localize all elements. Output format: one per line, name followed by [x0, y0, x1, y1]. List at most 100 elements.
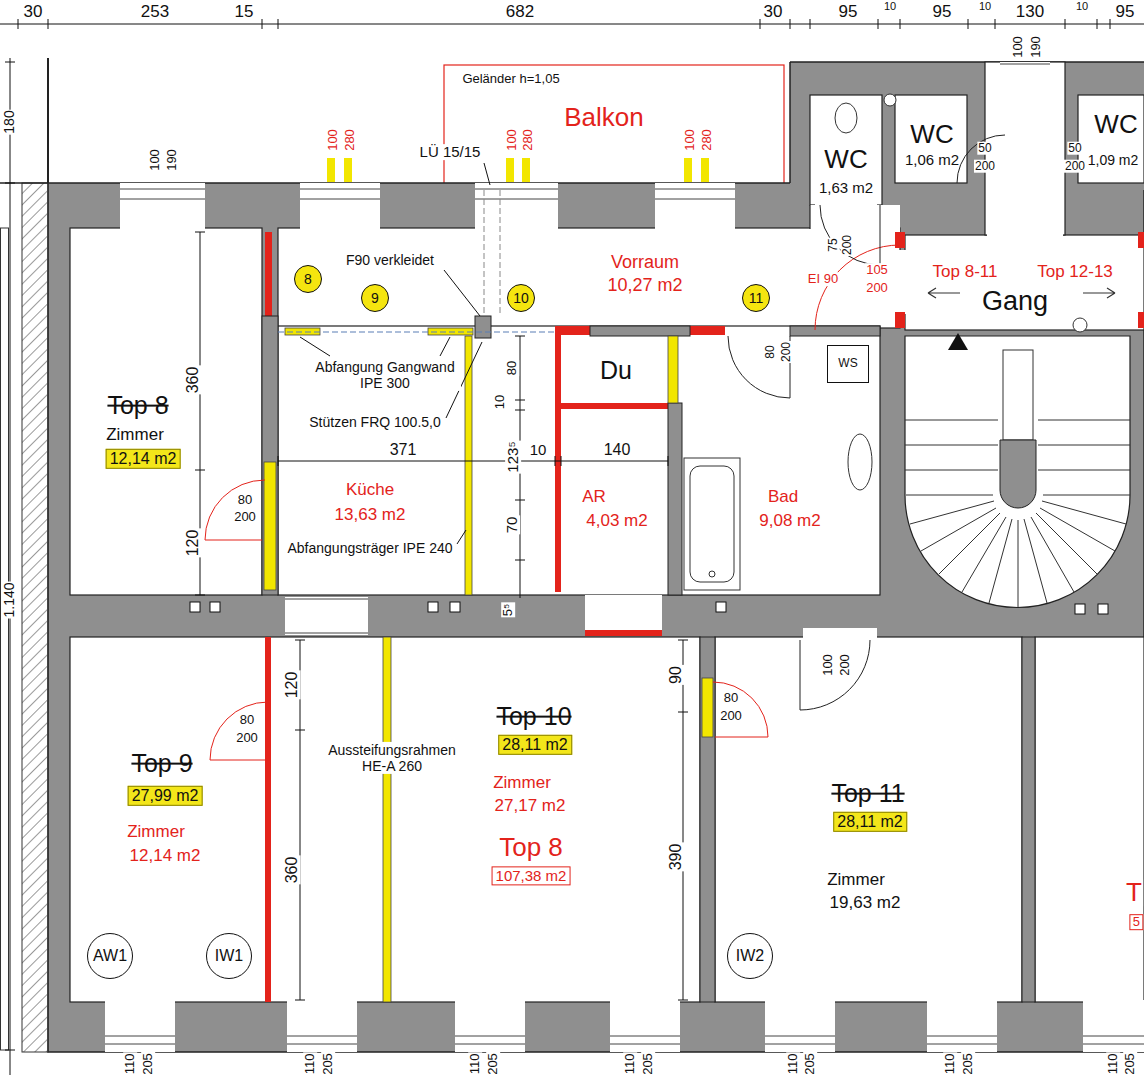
dimension-value: 30 [763, 3, 784, 21]
window-opening [1000, 64, 1050, 65]
room-name: Vorraum [611, 252, 679, 273]
room-text: 12,14 m2 [130, 846, 201, 866]
marker-text: 8 [304, 271, 312, 287]
room-name: WC [1094, 110, 1137, 140]
room-area: WC1,09 m2 [1077, 95, 1144, 185]
new-wall [690, 326, 725, 335]
steel-beam [500, 190, 501, 316]
window-opening [655, 189, 735, 190]
door-swing [957, 135, 1005, 183]
balcony-outline [444, 65, 784, 185]
dimension-value: 140 [603, 442, 632, 459]
new-wall [1138, 312, 1144, 328]
wall-mass [790, 61, 1144, 63]
leader-line [300, 163, 490, 544]
room-text: Zimmer [127, 822, 185, 842]
dimension-value: 75 [827, 237, 840, 252]
room-floor [278, 228, 900, 328]
sanitary-fixture [835, 103, 857, 133]
room-area: Gang [905, 240, 1144, 328]
steel-beam [327, 158, 335, 182]
room-floor [810, 95, 882, 205]
dimension-value: 110 [623, 1053, 637, 1076]
leader-line [457, 530, 466, 544]
leader-line [444, 270, 480, 316]
room-text: 27,99 m2 [128, 786, 203, 806]
existing-wall [790, 326, 880, 336]
existing-wall [262, 316, 278, 595]
dimension-line [278, 461, 668, 462]
steel-beam [684, 158, 692, 182]
room-floor [715, 637, 1022, 1002]
existing-wall [590, 326, 690, 336]
dimension-value: 110 [123, 1053, 137, 1076]
room-name: Gang [982, 286, 1048, 317]
dimension-value: 1.140 [2, 581, 17, 618]
steel-beam [522, 158, 530, 182]
dimension-line [0, 19, 1144, 1075]
room-name: Top 8 [107, 391, 168, 420]
dimension-value: 100 [326, 128, 340, 152]
dimension-value: 80 [237, 493, 253, 507]
window-opening [475, 199, 558, 200]
staircase [906, 495, 1130, 607]
wall-mass [0, 58, 1144, 1052]
room-text: 13,63 m2 [335, 505, 406, 525]
sanitary-fixture [848, 434, 872, 490]
dimension-value: 120 [185, 529, 202, 558]
dimension-line [0, 24, 1144, 25]
steel-beam [702, 678, 713, 737]
sanitary-fixture [684, 458, 740, 590]
window-opening [120, 199, 205, 200]
window-opening [285, 633, 368, 634]
dimension-value: 80 [723, 691, 739, 705]
staircase [905, 333, 1130, 608]
dimension-value: 190 [165, 148, 179, 172]
chimney-flue [190, 602, 1108, 614]
dimension-value: 120 [284, 671, 301, 700]
window-opening [105, 62, 1144, 1052]
staircase [1003, 350, 1033, 440]
sanitary-fixture [690, 466, 734, 582]
callout-number: 9 [361, 284, 389, 312]
staircase [905, 336, 1130, 608]
new-wall [561, 403, 668, 409]
dimension-value: 110 [786, 1053, 800, 1076]
wall-mass [22, 183, 48, 1052]
window-opening [285, 597, 368, 635]
dimension-value: 10 [1075, 1, 1089, 13]
chimney-flue [210, 602, 220, 612]
new-wall [555, 326, 590, 335]
plan-note: LÜ 15/15 [419, 144, 482, 160]
dimension-value: 110 [468, 1053, 482, 1076]
dimension-value: 10 [529, 442, 548, 458]
door-swing [815, 245, 900, 330]
steel-beam [264, 462, 276, 590]
dimension-value: 180 [2, 109, 17, 134]
wall-marker: IW1 [206, 933, 252, 979]
wall-mass [789, 62, 791, 183]
room-text: 28,11 m2 [833, 812, 907, 832]
fixture-box: WS [827, 345, 869, 383]
dimension-value: 200 [841, 234, 854, 256]
room-name: Top 9 [131, 749, 192, 778]
leader-line [484, 163, 490, 185]
plan-note: Geländer h=1,05 [461, 72, 560, 86]
dimension-value: 205 [486, 1052, 500, 1076]
dimension-value: 95 [1115, 3, 1136, 21]
balcony-outline [444, 65, 784, 185]
room-text: 28,11 m2 [498, 735, 572, 755]
room-name: AR [582, 487, 606, 507]
marker-text: 10 [513, 290, 529, 306]
plan-note: Balkon [563, 104, 645, 131]
dimension-value: 205 [141, 1052, 155, 1076]
plan-note: T [1125, 879, 1143, 906]
dimension-line [678, 640, 688, 1000]
window-opening [105, 1036, 1144, 1044]
room-text: Zimmer [827, 870, 885, 890]
dimension-value: 100 [821, 653, 835, 677]
room-text: 9,08 m2 [759, 511, 820, 531]
window-opening [655, 183, 735, 229]
room-floor [809, 205, 810, 229]
